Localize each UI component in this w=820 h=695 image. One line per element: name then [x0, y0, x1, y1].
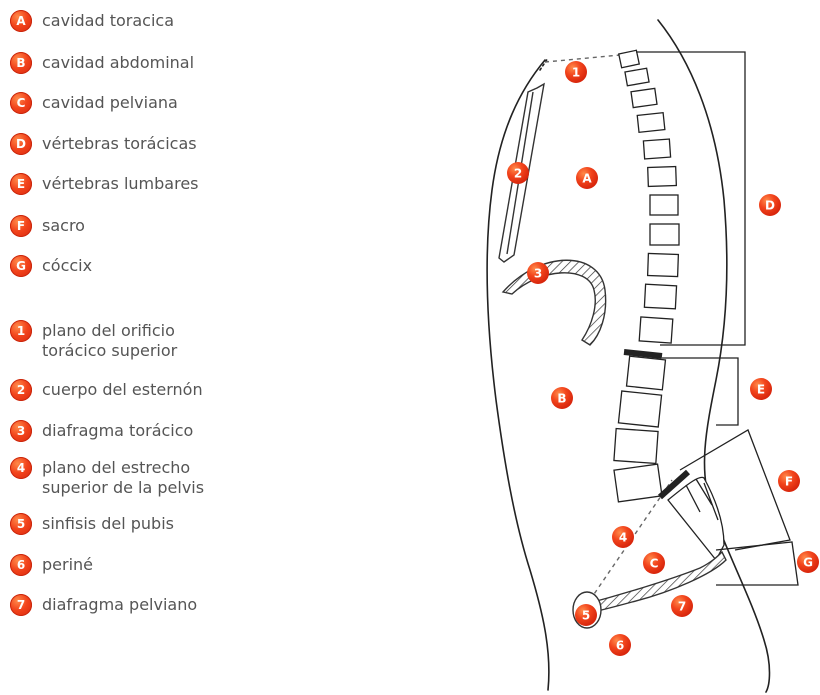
badge-f-icon: F	[10, 215, 32, 237]
badge-3-icon: 3	[10, 420, 32, 442]
pelvic-diaphragm	[581, 550, 727, 615]
svg-text:7: 7	[678, 600, 686, 614]
svg-text:C: C	[650, 557, 659, 571]
legend-label: diafragma torácico	[42, 421, 194, 440]
legend-item-5: 5 sinfisis del pubis	[10, 513, 174, 535]
svg-text:2: 2	[514, 167, 522, 181]
badge-b-icon: B	[10, 52, 32, 74]
marker-e: E	[750, 378, 772, 400]
marker-a: A	[576, 167, 598, 189]
thoracic-diaphragm	[501, 259, 607, 346]
legend-item-d: D vértebras torácicas	[10, 133, 197, 155]
legend-label: cuerpo del esternón	[42, 380, 203, 399]
badge-4-icon: 4	[10, 457, 32, 479]
svg-text:E: E	[757, 383, 765, 397]
legend-item-2: 2 cuerpo del esternón	[10, 379, 203, 401]
badge-c-icon: C	[10, 92, 32, 114]
bracket-e	[662, 357, 739, 426]
legend-label: cavidad abdominal	[42, 53, 195, 72]
vertebral-column	[613, 49, 725, 562]
legend-item-3: 3 diafragma torácico	[10, 420, 193, 442]
legend-label: plano del estrecho superior de la pelvis	[42, 458, 205, 497]
legend-label: diafragma pelviano	[42, 595, 198, 614]
legend-label: cóccix	[42, 256, 93, 275]
svg-text:D: D	[765, 199, 775, 213]
legend-item-f: F sacro	[10, 215, 85, 237]
legend-label: cavidad toracica	[42, 11, 175, 30]
svg-text:5: 5	[582, 609, 590, 623]
legend-label: vértebras torácicas	[42, 134, 197, 153]
badge-e-icon: E	[10, 173, 32, 195]
marker-3: 3	[527, 262, 549, 284]
svg-text:B: B	[557, 392, 566, 406]
diagram-markers: 1 2 A 3 D B E F 4 C G 5 7 6	[507, 61, 819, 656]
legend-item-b: B cavidad abdominal	[10, 52, 194, 74]
anatomy-diagram: 1 2 A 3 D B E F 4 C G 5 7 6	[486, 19, 819, 693]
svg-text:G: G	[803, 556, 813, 570]
marker-c: C	[643, 552, 665, 574]
marker-5: 5	[575, 604, 597, 626]
svg-text:3: 3	[534, 267, 542, 281]
body-outline	[486, 19, 771, 693]
badge-g-icon: G	[10, 255, 32, 277]
legend-item-4: 4 plano del estrecho superior de la pelv…	[10, 457, 204, 498]
marker-g: G	[797, 551, 819, 573]
legend-label: sacro	[42, 216, 85, 235]
legend-label: sinfisis del pubis	[42, 514, 174, 533]
badge-1-icon: 1	[10, 320, 32, 342]
legend-label: vértebras lumbares	[42, 174, 199, 193]
plane-upper-thoracic	[544, 54, 621, 63]
legend-label: plano del orificio torácico superior	[42, 321, 178, 360]
marker-2: 2	[507, 162, 529, 184]
svg-text:F: F	[785, 475, 793, 489]
marker-1: 1	[565, 61, 587, 83]
marker-4: 4	[612, 526, 634, 548]
svg-text:4: 4	[619, 531, 627, 545]
marker-b: B	[551, 387, 573, 409]
svg-text:A: A	[582, 172, 592, 186]
legend-item-7: 7 diafragma pelviano	[10, 594, 197, 616]
legend-label: cavidad pelviana	[42, 93, 178, 112]
svg-text:6: 6	[616, 639, 624, 653]
marker-d: D	[759, 194, 781, 216]
brackets	[636, 51, 799, 586]
marker-6: 6	[609, 634, 631, 656]
badge-7-icon: 7	[10, 594, 32, 616]
legend-item-6: 6 periné	[10, 554, 93, 576]
bracket-g	[715, 541, 799, 586]
legend-item-1: 1 plano del orificio torácico superior	[10, 320, 177, 361]
marker-7: 7	[671, 595, 693, 617]
legend-item-e: E vértebras lumbares	[10, 173, 199, 195]
legend-label: periné	[42, 555, 94, 574]
legend-item-a: A cavidad toracica	[10, 10, 174, 32]
legend: A cavidad toracica B cavidad abdominal C…	[0, 0, 300, 695]
badge-a-icon: A	[10, 10, 32, 32]
badge-6-icon: 6	[10, 554, 32, 576]
badge-5-icon: 5	[10, 513, 32, 535]
badge-2-icon: 2	[10, 379, 32, 401]
marker-f: F	[778, 470, 800, 492]
bracket-d	[636, 51, 746, 346]
legend-item-c: C cavidad pelviana	[10, 92, 178, 114]
legend-item-g: G cóccix	[10, 255, 92, 277]
svg-text:1: 1	[572, 66, 580, 80]
badge-d-icon: D	[10, 133, 32, 155]
